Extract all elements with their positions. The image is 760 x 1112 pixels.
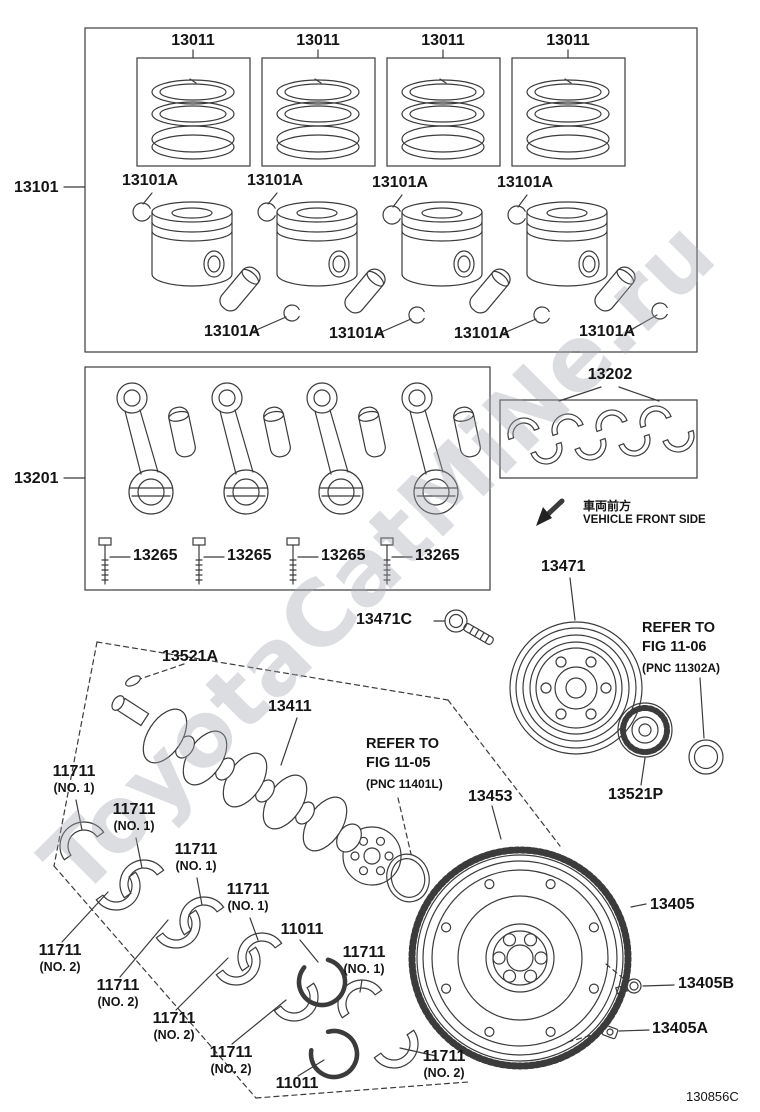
- label-conrod-bolt-2: 13265: [227, 547, 272, 564]
- label-thrust-washer-1: 11011: [280, 921, 324, 938]
- label-conrod-bolt-1: 13265: [133, 547, 178, 564]
- label-ring-gear: 13453: [468, 788, 513, 805]
- label-timing-gear: 13521P: [608, 786, 664, 803]
- conrod-section-box: [63, 366, 491, 591]
- label-main-bearing-no1-1: 11711 (NO. 1): [52, 763, 96, 795]
- label-main-bearing-no1-4: 11711 (NO. 1): [226, 881, 270, 913]
- vehicle-front-label-jp: 車両前方: [583, 499, 632, 513]
- label-flywheel-pin: 13405A: [652, 1020, 709, 1037]
- label-crankshaft-key: 13521A: [162, 648, 219, 665]
- refer-fig-11-05-line2: FIG 11-05: [366, 755, 431, 771]
- timing-gear-drawing: [617, 677, 724, 786]
- label-piston-assembly: 13101: [14, 179, 59, 196]
- crankshaft-drawing: [111, 695, 402, 886]
- label-main-bearing-no1-3: 11711 (NO. 1): [174, 841, 218, 873]
- main-bearings-drawing: [49, 799, 437, 1080]
- dashed-construction-lines: [53, 641, 625, 1099]
- label-ring-set-1: 13011: [171, 32, 215, 49]
- vehicle-front-arrow: [536, 498, 565, 526]
- label-main-bearing-no2-2: 11711 (NO. 2): [96, 977, 140, 1009]
- crankshaft-key-drawing: [125, 675, 141, 687]
- label-snap-ring-upper-4: 13101A: [496, 174, 554, 191]
- label-snap-ring-upper-3: 13101A: [371, 174, 429, 191]
- refer-fig-11-05-pnc: (PNC 11401L): [366, 777, 443, 791]
- label-snap-ring-lower-1: 13101A: [203, 323, 261, 340]
- pistons-drawing: [151, 201, 640, 318]
- refer-fig-11-05-line1: REFER TO: [366, 736, 440, 752]
- label-pulley-bolt: 13471C: [356, 611, 413, 628]
- label-flywheel: 13405: [650, 896, 695, 913]
- flywheel-pin-drawing: [601, 1024, 650, 1040]
- label-main-bearing-no2-3: 11711 (NO. 2): [152, 1010, 196, 1042]
- figure-number: 130856C: [686, 1089, 739, 1104]
- refer-fig-11-06-line1: REFER TO: [642, 620, 716, 636]
- conrod-bearing-set-box: [499, 386, 700, 479]
- piston-rings-drawing: [151, 78, 610, 160]
- label-snap-ring-upper-2: 13101A: [246, 172, 304, 189]
- refer-fig-11-06-pnc: (PNC 11302A): [642, 661, 721, 675]
- label-ring-set-2: 13011: [296, 32, 340, 49]
- label-main-bearing-no1-5: 11711 (NO. 1): [342, 944, 386, 976]
- snap-rings-upper-drawing: [132, 192, 528, 225]
- vehicle-front-label-en: VEHICLE FRONT SIDE: [583, 514, 706, 526]
- label-ring-set-3: 13011: [421, 32, 465, 49]
- label-ring-set-4: 13011: [546, 32, 590, 49]
- label-conrod-assembly: 13201: [14, 470, 59, 487]
- snap-rings-lower-drawing: [253, 302, 668, 334]
- conrod-bolts-drawing: [98, 537, 413, 585]
- label-main-bearing-no2-4: 11711 (NO. 2): [209, 1044, 253, 1076]
- label-conrod-bearing-set: 13202: [587, 366, 633, 383]
- refer-fig-11-06-note: REFER TO FIG 11-06 (PNC 11302A): [642, 619, 720, 678]
- refer-fig-11-06-line2: FIG 11-06: [642, 639, 707, 655]
- label-snap-ring-lower-2: 13101A: [328, 325, 386, 342]
- label-conrod-bolt-4: 13265: [415, 547, 460, 564]
- ring-set-boxes: [136, 49, 626, 167]
- piston-section-box: [63, 27, 698, 353]
- crank-pulley-drawing: [509, 577, 643, 755]
- flywheel-bolt-drawing: [615, 978, 675, 995]
- pulley-bolt-drawing: [433, 609, 494, 645]
- label-main-bearing-no2-1: 11711 (NO. 2): [38, 942, 82, 974]
- connecting-rods-drawing: [116, 382, 483, 515]
- label-snap-ring-lower-4: 13101A: [578, 323, 636, 340]
- label-crank-pulley: 13471: [541, 558, 586, 575]
- label-crankshaft: 13411: [268, 698, 312, 715]
- label-flywheel-bolt: 13405B: [678, 975, 735, 992]
- label-snap-ring-lower-3: 13101A: [453, 325, 511, 342]
- label-thrust-washer-2: 11011: [275, 1075, 319, 1092]
- label-snap-ring-upper-1: 13101A: [121, 172, 179, 189]
- label-main-bearing-no2-5: 11711 (NO. 2): [422, 1048, 466, 1080]
- flywheel-drawing: [408, 805, 647, 1070]
- rear-oil-seal-drawing: [386, 853, 430, 903]
- label-main-bearing-no1-2: 11711 (NO. 1): [112, 801, 156, 833]
- label-conrod-bolt-3: 13265: [321, 547, 366, 564]
- refer-fig-11-05-note: REFER TO FIG 11-05 (PNC 11401L): [366, 735, 443, 794]
